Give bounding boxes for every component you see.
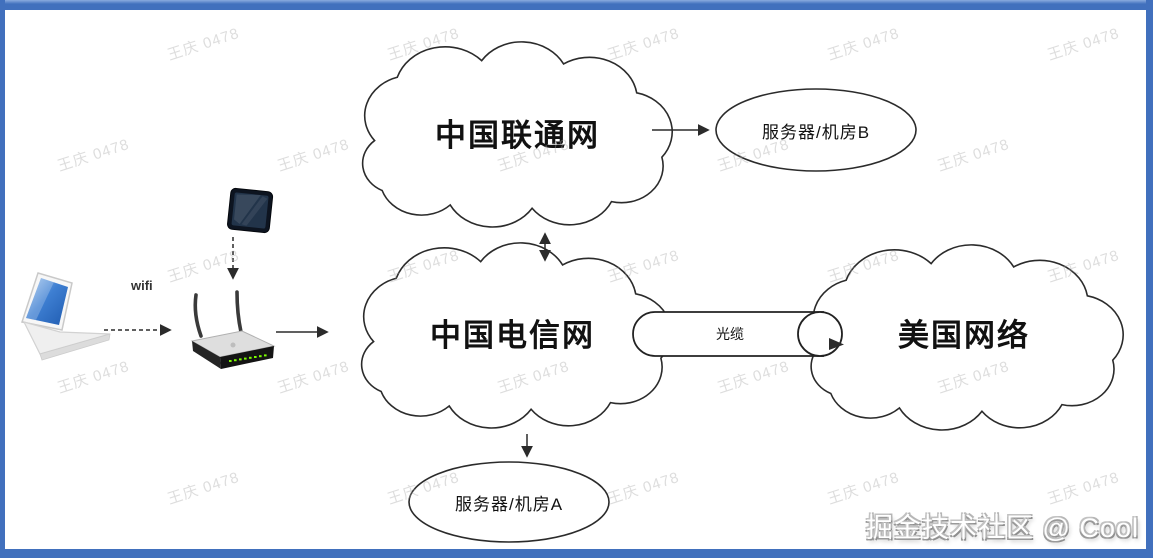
fiber-cable-pipe	[632, 311, 844, 357]
frame-border-right	[1146, 0, 1153, 558]
community-credit-text: 掘金技术社区 @ Cool	[866, 513, 1139, 543]
cloud-china-unicom	[361, 40, 674, 229]
fiber-cable-arrowhead	[829, 338, 844, 350]
ellipse-server-room-a	[408, 461, 610, 543]
frame-border-bottom	[0, 549, 1153, 558]
wireless-router-icon	[190, 290, 276, 369]
cloud-usa-network	[810, 243, 1125, 432]
laptop-icon	[21, 272, 111, 361]
cloud-china-telecom	[360, 241, 673, 430]
frame-border-left	[0, 0, 5, 558]
ellipse-server-room-b	[715, 88, 917, 172]
tablet-icon	[227, 187, 274, 234]
frame-border-top	[0, 0, 1153, 10]
router-led-lights	[229, 354, 267, 362]
